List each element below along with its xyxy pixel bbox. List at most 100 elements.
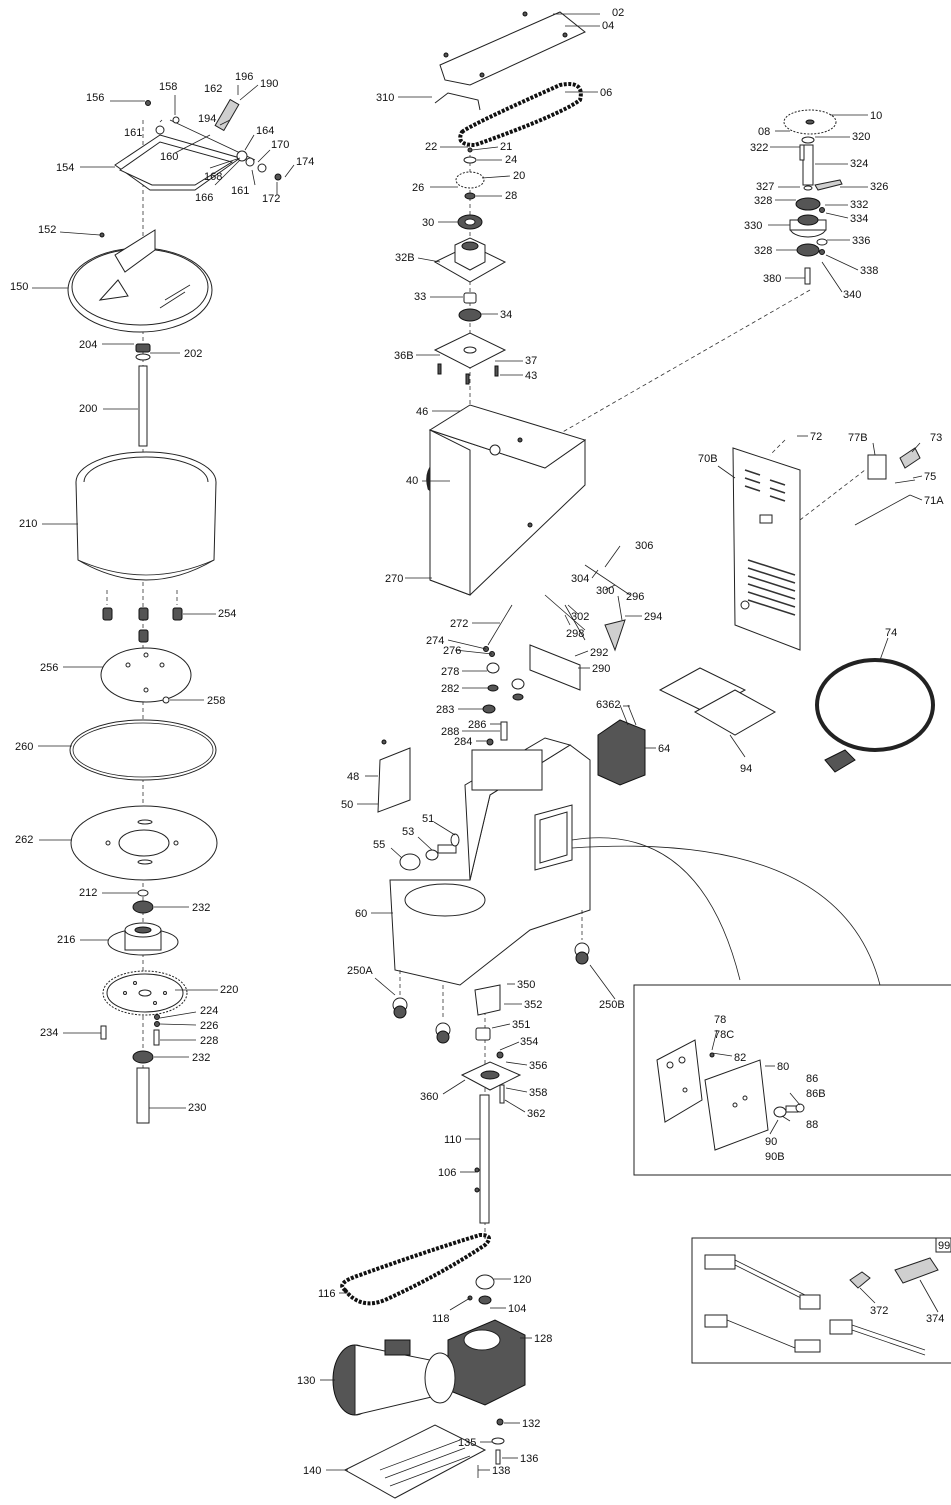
label-196: 196	[235, 71, 253, 83]
label-135: 135	[458, 1437, 476, 1449]
label-380: 380	[763, 273, 781, 285]
label-154: 154	[56, 162, 74, 174]
power-cord	[815, 658, 935, 773]
label-104: 104	[508, 1303, 526, 1315]
bowl-base-disc	[70, 805, 218, 881]
label-75: 75	[924, 471, 936, 483]
label-86: 86	[806, 1073, 818, 1085]
label-168: 168	[204, 171, 222, 183]
label-350: 350	[517, 979, 535, 991]
label-322: 322	[750, 142, 768, 154]
label-64: 64	[658, 743, 670, 755]
label-60: 60	[355, 908, 367, 920]
handle-bar	[434, 92, 481, 111]
label-210: 210	[19, 518, 37, 530]
label-36B: 36B	[394, 350, 414, 362]
label-08: 08	[758, 126, 770, 138]
label-302: 302	[571, 611, 589, 623]
bowl-cover	[67, 229, 213, 333]
leader-lines	[32, 13, 939, 1478]
label-352: 352	[524, 999, 542, 1011]
knob-parts	[482, 662, 525, 746]
switch-plate-detail	[656, 1039, 805, 1151]
label-336: 336	[852, 235, 870, 247]
bearing-housing-plate	[433, 237, 507, 283]
label-298: 298	[566, 628, 584, 640]
large-sprocket-assembly	[783, 109, 843, 285]
label-26: 26	[412, 182, 424, 194]
label-234: 234	[40, 1027, 58, 1039]
label-232-lower: 232	[192, 1052, 210, 1064]
label-77B: 77B	[848, 432, 868, 444]
small-sprocket	[455, 147, 485, 200]
control-box	[597, 704, 646, 786]
label-338: 338	[860, 265, 878, 277]
label-272: 272	[450, 618, 468, 630]
label-306: 306	[635, 540, 653, 552]
label-216: 216	[57, 934, 75, 946]
label-328-upper: 328	[754, 195, 772, 207]
label-356: 356	[529, 1060, 547, 1072]
label-174: 174	[296, 156, 314, 168]
label-254: 254	[218, 608, 236, 620]
label-324: 324	[850, 158, 868, 170]
label-200: 200	[79, 403, 97, 415]
label-310: 310	[376, 92, 394, 104]
bowl-guard-frame	[114, 98, 282, 191]
label-276: 276	[443, 645, 461, 657]
label-78C: 78C	[714, 1029, 734, 1041]
label-55: 55	[373, 839, 385, 851]
receptacle-plate	[867, 454, 887, 480]
label-226: 226	[200, 1020, 218, 1032]
label-372: 372	[870, 1305, 888, 1317]
label-128: 128	[534, 1333, 552, 1345]
switch-bracket	[529, 644, 581, 691]
label-94: 94	[740, 763, 752, 775]
label-250A: 250A	[347, 965, 373, 977]
label-161-right: 161	[231, 185, 249, 197]
label-99: 99	[938, 1240, 950, 1252]
drive-chain	[458, 82, 583, 148]
nut-part	[135, 343, 151, 353]
label-166: 166	[195, 192, 213, 204]
label-286: 286	[468, 719, 486, 731]
rear-panel	[732, 447, 801, 651]
shaft-seal-parts	[399, 833, 460, 871]
label-290: 290	[592, 663, 610, 675]
label-204: 204	[79, 339, 97, 351]
pulley	[475, 1274, 495, 1290]
label-132: 132	[522, 1418, 540, 1430]
label-46: 46	[416, 406, 428, 418]
label-90B: 90B	[765, 1151, 785, 1163]
label-120: 120	[513, 1274, 531, 1286]
label-02: 02	[612, 7, 624, 19]
label-232-upper: 232	[192, 902, 210, 914]
label-212: 212	[79, 887, 97, 899]
label-260: 260	[15, 741, 33, 753]
label-116: 116	[318, 1288, 336, 1300]
label-258: 258	[207, 695, 225, 707]
label-06: 06	[600, 87, 612, 99]
label-270: 270	[385, 573, 403, 585]
mount-brackets	[658, 667, 777, 736]
bowl-feet	[102, 590, 183, 643]
label-70B: 70B	[698, 453, 718, 465]
label-282: 282	[441, 683, 459, 695]
label-274: 274	[426, 635, 444, 647]
label-130: 130	[297, 1375, 315, 1387]
label-43: 43	[525, 370, 537, 382]
drive-shaft	[136, 1067, 150, 1124]
label-140: 140	[303, 1465, 321, 1477]
label-86B: 86B	[806, 1088, 826, 1100]
label-362: 362	[527, 1108, 545, 1120]
label-138: 138	[492, 1465, 510, 1477]
label-294: 294	[644, 611, 662, 623]
label-106: 106	[438, 1167, 456, 1179]
bowl-gasket-ring	[69, 719, 217, 781]
casters	[392, 910, 590, 1044]
label-300: 300	[596, 585, 614, 597]
label-152: 152	[38, 224, 56, 236]
label-53: 53	[402, 826, 414, 838]
label-256: 256	[40, 662, 58, 674]
